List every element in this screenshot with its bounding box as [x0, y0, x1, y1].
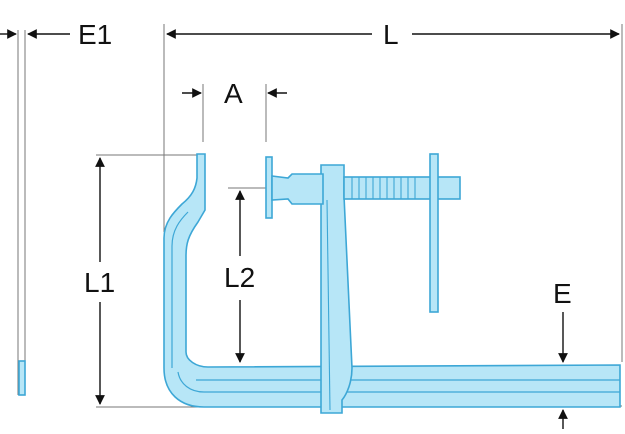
- screw-thread: [343, 176, 461, 200]
- swivel-pad: [265, 156, 273, 219]
- label-l2: L2: [224, 262, 255, 293]
- label-l1: L1: [84, 267, 115, 298]
- label-l: L: [383, 19, 399, 50]
- frame-inner-line: [171, 211, 189, 368]
- dimension-lines: [0, 29, 620, 429]
- label-e1: E1: [78, 19, 112, 50]
- screw-neck: [271, 173, 324, 205]
- sliding-arm: [320, 164, 353, 414]
- t-handle: [429, 153, 439, 313]
- thread-lines: [351, 177, 416, 199]
- label-e: E: [553, 278, 572, 309]
- label-a: A: [224, 78, 243, 109]
- clamp-frame: [163, 153, 621, 408]
- clamp-body: [18, 153, 621, 414]
- e1-thickness-bar: [18, 360, 26, 396]
- extension-lines: [17, 24, 623, 408]
- rail-lower-line: [177, 371, 620, 393]
- sliding-arm-edge: [326, 199, 331, 411]
- dimension-labels: E1 L A L1 L2 E: [78, 19, 572, 309]
